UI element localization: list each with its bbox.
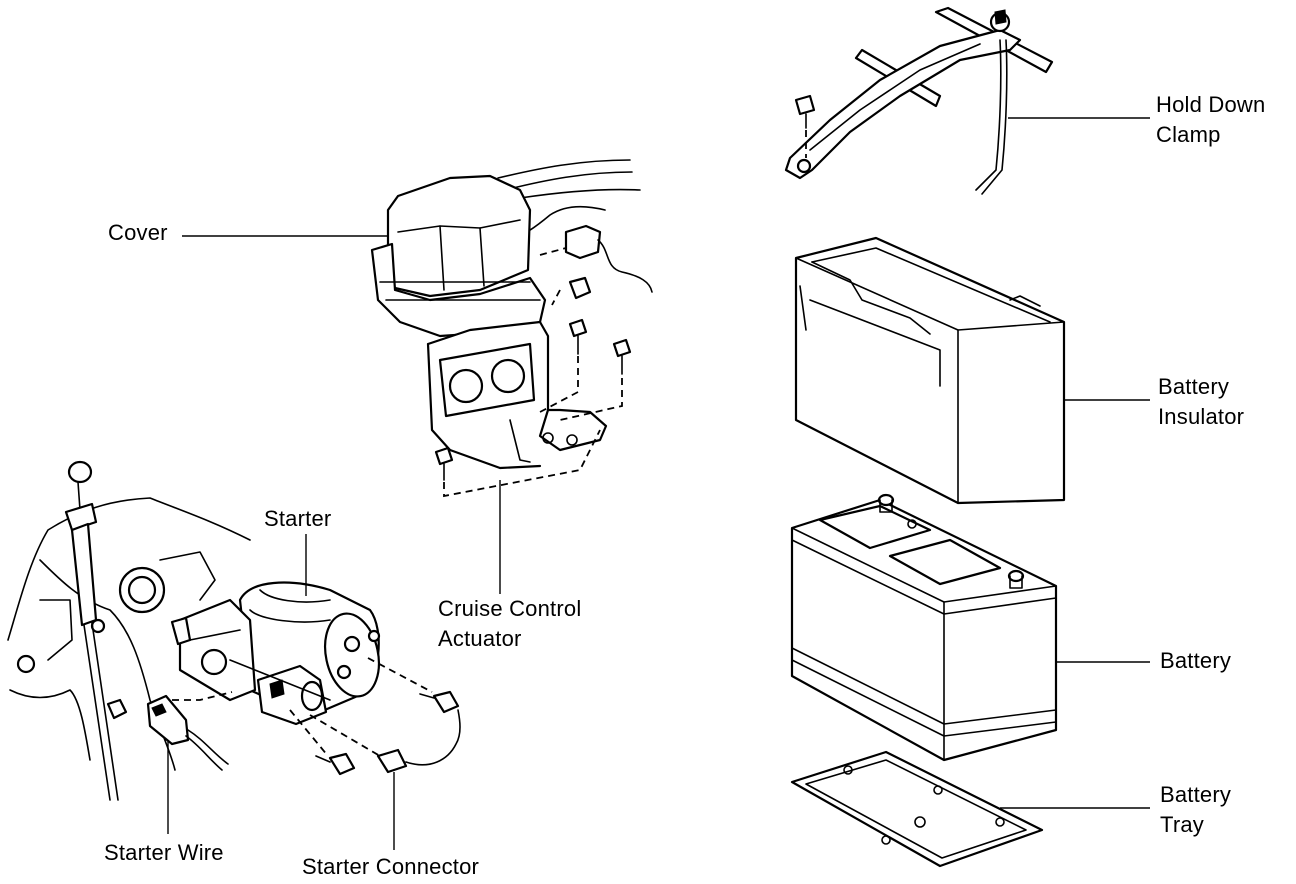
label-cruise-control-actuator-line2: Actuator: [438, 626, 522, 651]
label-starter: Starter: [264, 506, 332, 531]
label-starter-connector: Starter Connector: [302, 854, 480, 879]
actuator-connector: [564, 224, 602, 260]
label-starter-wire: Starter Wire: [104, 840, 224, 865]
label-hold-down-clamp-line1: Hold Down: [1156, 92, 1266, 117]
actuator-cover: [386, 174, 532, 298]
battery: [790, 493, 1058, 762]
dipstick: [64, 460, 119, 801]
starter: [170, 581, 381, 726]
starter-connector-part: [376, 709, 461, 774]
battery-insulator: [794, 236, 1066, 505]
label-battery-insulator-line2: Insulator: [1158, 404, 1245, 429]
label-battery: Battery: [1160, 648, 1232, 673]
engine-block-outline: [7, 497, 251, 771]
starter-wire-part: [146, 694, 229, 771]
actuator-bolt-1: [568, 318, 588, 355]
label-battery-tray-line2: Tray: [1160, 812, 1204, 837]
starter-bolt-1: [419, 690, 460, 714]
hold-down-clamp: [784, 6, 1054, 195]
actuator-bolt-3: [434, 446, 454, 481]
label-battery-insulator-line1: Battery: [1158, 374, 1230, 399]
label-cover: Cover: [108, 220, 168, 245]
starter-bolt-2: [315, 752, 356, 776]
cruise-control-actuator: [370, 159, 653, 498]
starter-nut: [106, 698, 128, 720]
actuator-bolt-2: [612, 338, 632, 375]
label-cruise-control-actuator-line1: Cruise Control: [438, 596, 582, 621]
battery-tray: [790, 750, 1044, 868]
label-battery-tray-line1: Battery: [1160, 782, 1232, 807]
leader-lines: [167, 117, 1150, 850]
label-hold-down-clamp-line2: Clamp: [1156, 122, 1221, 147]
